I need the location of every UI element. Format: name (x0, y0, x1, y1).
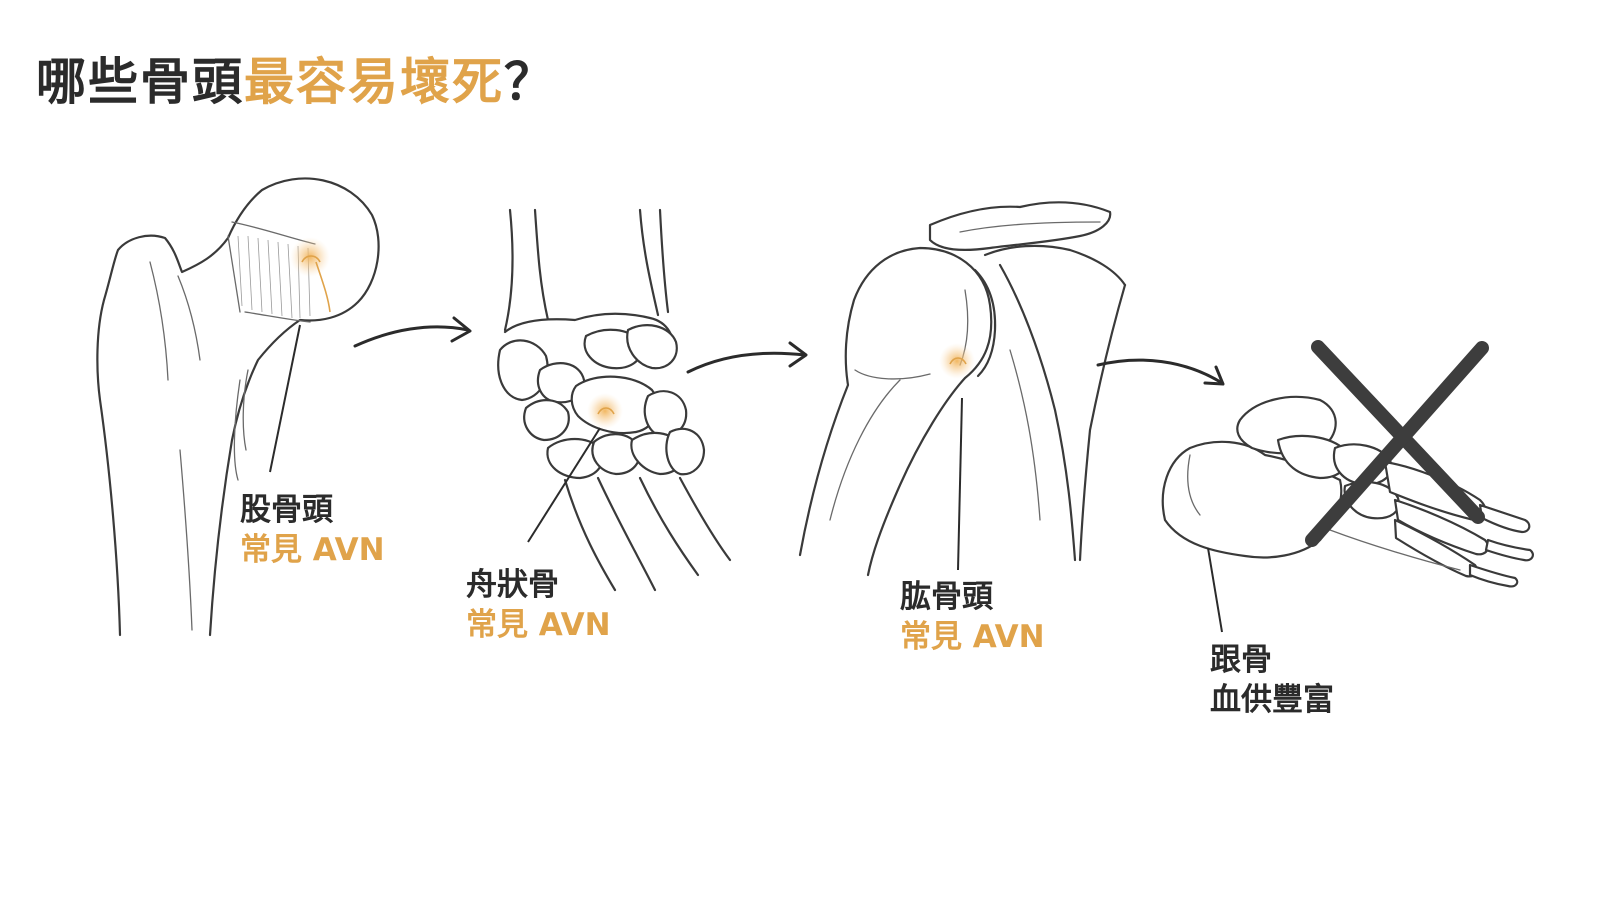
title-part-2: 最容易壞死 (244, 53, 504, 111)
bone-label-humeral-head: 肱骨頭 常見 AVN (900, 577, 1045, 657)
right-arrow-icon (353, 316, 472, 348)
cross-mark-icon (1305, 340, 1489, 547)
right-arrow-icon (1096, 358, 1225, 386)
bone-note: 血供豐富 (1210, 682, 1334, 718)
bone-name: 股骨頭 (240, 492, 333, 528)
bone-note: 常見 AVN (240, 532, 385, 568)
bone-name: 舟狀骨 (466, 567, 559, 603)
femur-avn-spot-icon (290, 237, 330, 277)
foot-drawing (1161, 340, 1534, 633)
femur-drawing (96, 177, 380, 637)
bone-label-femoral-head: 股骨頭 常見 AVN (240, 490, 385, 570)
title-part-3: ？ (504, 53, 556, 111)
humerus-avn-spot-icon (939, 343, 975, 379)
bone-label-calcaneus: 跟骨 血供豐富 (1210, 640, 1334, 720)
page-title: 哪些骨頭最容易壞死？ (36, 42, 556, 114)
right-arrow-icon (686, 341, 808, 374)
wrist-drawing (497, 208, 732, 592)
bone-note: 常見 AVN (466, 607, 611, 643)
bone-name: 跟骨 (1210, 642, 1272, 678)
shoulder-drawing (798, 201, 1127, 577)
title-part-1: 哪些骨頭 (36, 53, 244, 111)
bone-label-scaphoid: 舟狀骨 常見 AVN (466, 565, 611, 645)
bone-name: 肱骨頭 (900, 579, 993, 615)
bone-note: 常見 AVN (900, 619, 1045, 655)
scaphoid-avn-spot-icon (587, 393, 623, 429)
